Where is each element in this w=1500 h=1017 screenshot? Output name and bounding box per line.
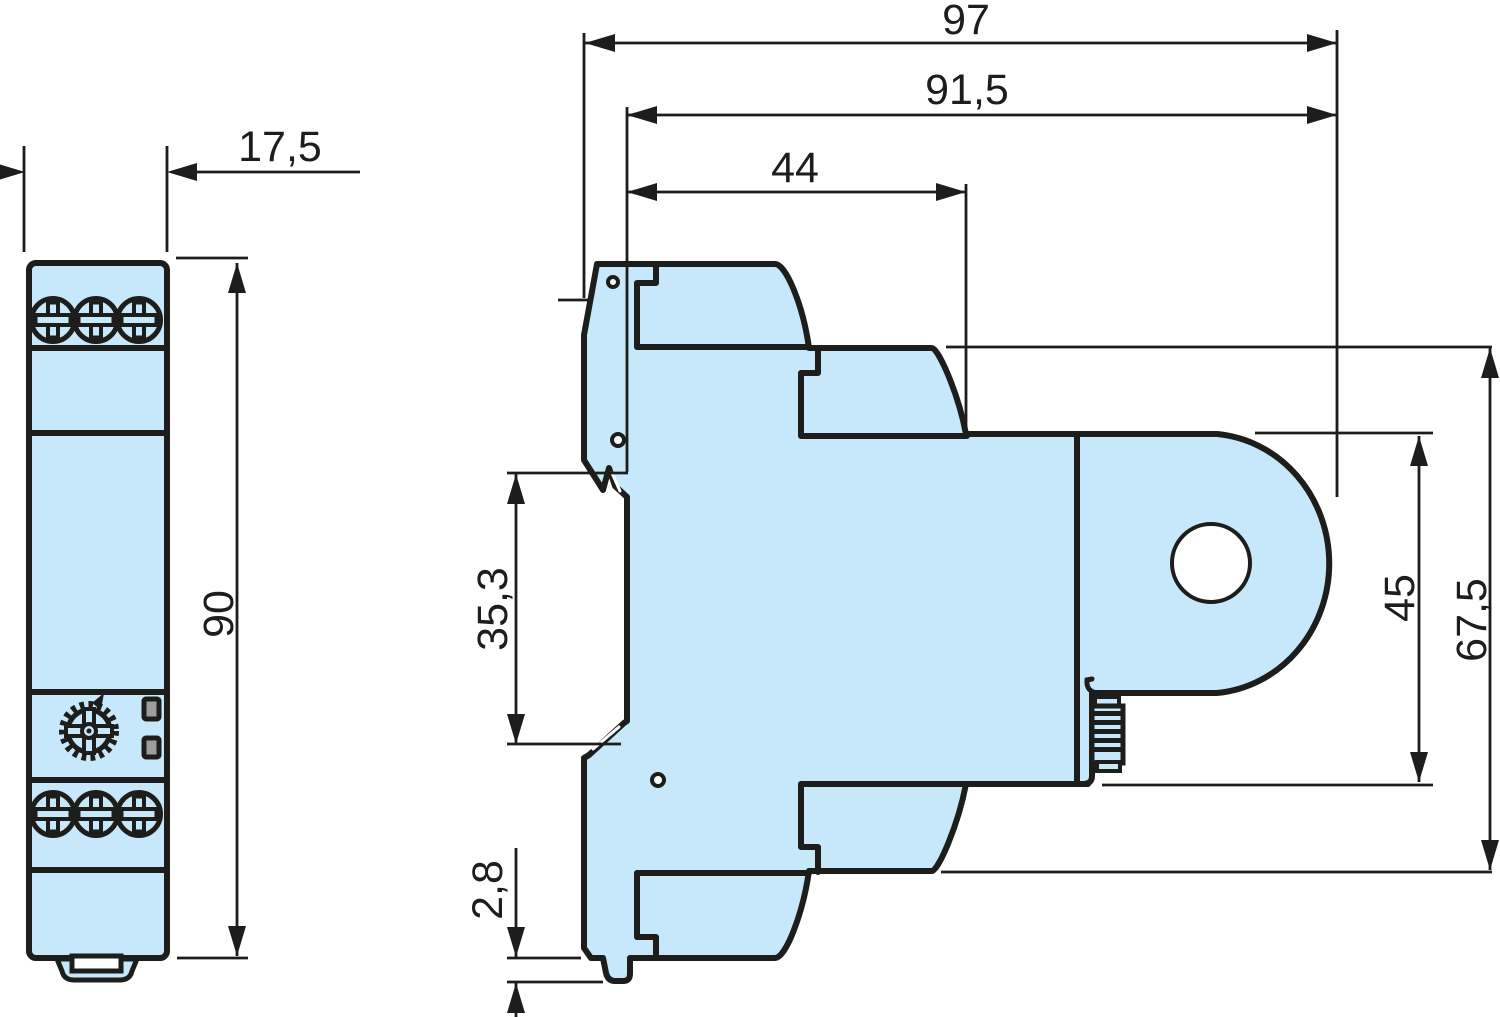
- dimension-97: 97: [558, 0, 1339, 497]
- flag-seal-hole: [1170, 522, 1252, 604]
- dim-label-height: 90: [195, 590, 243, 638]
- dimension-17-5: 17,5: [0, 123, 360, 252]
- dimension-2-8: 2,8: [464, 848, 603, 1017]
- dim-label-foot-height: 2,8: [464, 860, 512, 920]
- dim-label-overall-depth: 97: [942, 0, 990, 44]
- led-indicator-top: [141, 696, 162, 722]
- terminal-screw-icon: [118, 793, 161, 836]
- dim-label-flag-to-wheel-height: 45: [1376, 574, 1424, 622]
- front-view-section-lines: [29, 345, 167, 873]
- dimension-44: 44: [627, 144, 968, 431]
- front-view: [26, 260, 170, 983]
- dimension-67-5: 67,5: [941, 345, 1499, 874]
- setting-wheel-icon: [1089, 695, 1126, 773]
- dimension-45: 45: [1102, 431, 1433, 787]
- dim-label-terminal-block-depth: 44: [771, 144, 819, 192]
- din-foot-notch: [69, 953, 124, 974]
- dimension-35-3: 35,3: [469, 471, 628, 746]
- side-view-body: [581, 261, 1333, 984]
- dim-label-din-recess-height: 35,3: [469, 567, 517, 651]
- pin-hole-top: [606, 275, 620, 289]
- terminal-screw-icon: [32, 299, 75, 342]
- adjustment-knob-icon: [59, 693, 119, 761]
- dim-label-width: 17,5: [238, 123, 322, 171]
- pin-hole-middle: [610, 432, 626, 448]
- terminal-screws-top: [32, 299, 161, 342]
- terminal-screws-bottom: [32, 793, 161, 836]
- dim-label-front-height: 67,5: [1448, 578, 1496, 662]
- terminal-screw-icon: [32, 793, 75, 836]
- side-view: [581, 261, 1333, 984]
- side-view-seams: [634, 261, 1091, 959]
- terminal-screw-icon: [75, 299, 118, 342]
- dimension-90: 90: [176, 256, 248, 960]
- terminal-screw-icon: [75, 793, 118, 836]
- din-hook-gap: [610, 471, 622, 493]
- front-view-body: [26, 260, 170, 961]
- dimension-91-5: 91,5: [625, 66, 1337, 472]
- terminal-screw-icon: [118, 299, 161, 342]
- led-indicator-bottom: [141, 735, 162, 760]
- wheel-lip: [1084, 676, 1101, 696]
- dim-label-depth-from-din-face: 91,5: [925, 66, 1009, 114]
- pin-hole-bottom: [650, 772, 666, 788]
